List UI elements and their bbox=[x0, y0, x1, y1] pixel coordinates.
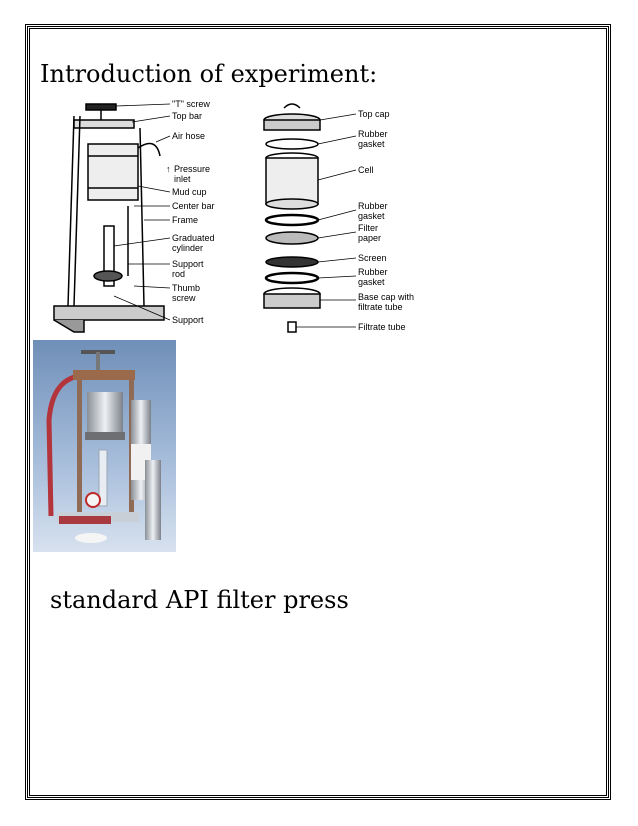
heading: Introduction of experiment: bbox=[40, 60, 378, 88]
label-screen: Screen bbox=[358, 253, 387, 263]
label-top-bar: Top bar bbox=[172, 111, 202, 121]
page-border-inner bbox=[29, 28, 607, 796]
pressure-arrow-icon: ↑ bbox=[166, 164, 171, 174]
label-filter-paper: Filter bbox=[358, 223, 378, 233]
label-support-rod: Support bbox=[172, 259, 204, 269]
label-pressure-inlet: Pressure bbox=[174, 164, 210, 174]
label-frame: Frame bbox=[172, 215, 198, 225]
label-center-bar: Center bar bbox=[172, 201, 215, 211]
label-rubber-gasket-3b: gasket bbox=[358, 277, 385, 287]
label-cell: Cell bbox=[358, 165, 374, 175]
label-base-cap: Base cap with bbox=[358, 292, 414, 302]
label-thumb-screw: Thumb bbox=[172, 283, 200, 293]
label-base-cap-2: filtrate tube bbox=[358, 302, 403, 312]
label-rubber-gasket-2b: gasket bbox=[358, 211, 385, 221]
label-graduated: Graduated bbox=[172, 233, 215, 243]
label-mud-cup: Mud cup bbox=[172, 187, 207, 197]
label-rubber-gasket-2: Rubber bbox=[358, 201, 388, 211]
label-thumb-screw-2: screw bbox=[172, 293, 196, 303]
label-rubber-gasket-3: Rubber bbox=[358, 267, 388, 277]
cell-components-diagram: Top cap Rubber gasket Cell Rubber gasket… bbox=[263, 103, 414, 333]
label-rubber-gasket-1: Rubber bbox=[358, 129, 388, 139]
label-t-screw: "T" screw bbox=[172, 99, 210, 109]
label-pressure-inlet-2: inlet bbox=[174, 174, 191, 184]
label-top-cap: Top cap bbox=[358, 109, 390, 119]
label-air-hose: Air hose bbox=[172, 131, 205, 141]
page-border-outer bbox=[25, 24, 611, 800]
label-filter-paper-2: paper bbox=[358, 233, 381, 243]
label-filtrate-tube: Filtrate tube bbox=[358, 322, 406, 332]
filter-press-photo bbox=[33, 340, 176, 552]
label-support-rod-2: rod bbox=[172, 269, 185, 279]
caption: standard API filter press bbox=[50, 586, 349, 614]
label-graduated-2: cylinder bbox=[172, 243, 203, 253]
label-support: Support bbox=[172, 315, 204, 325]
filter-press-assembly-diagram: "T" screw Top bar Air hose ↑ Pressure in… bbox=[53, 99, 215, 333]
label-rubber-gasket-1b: gasket bbox=[358, 139, 385, 149]
